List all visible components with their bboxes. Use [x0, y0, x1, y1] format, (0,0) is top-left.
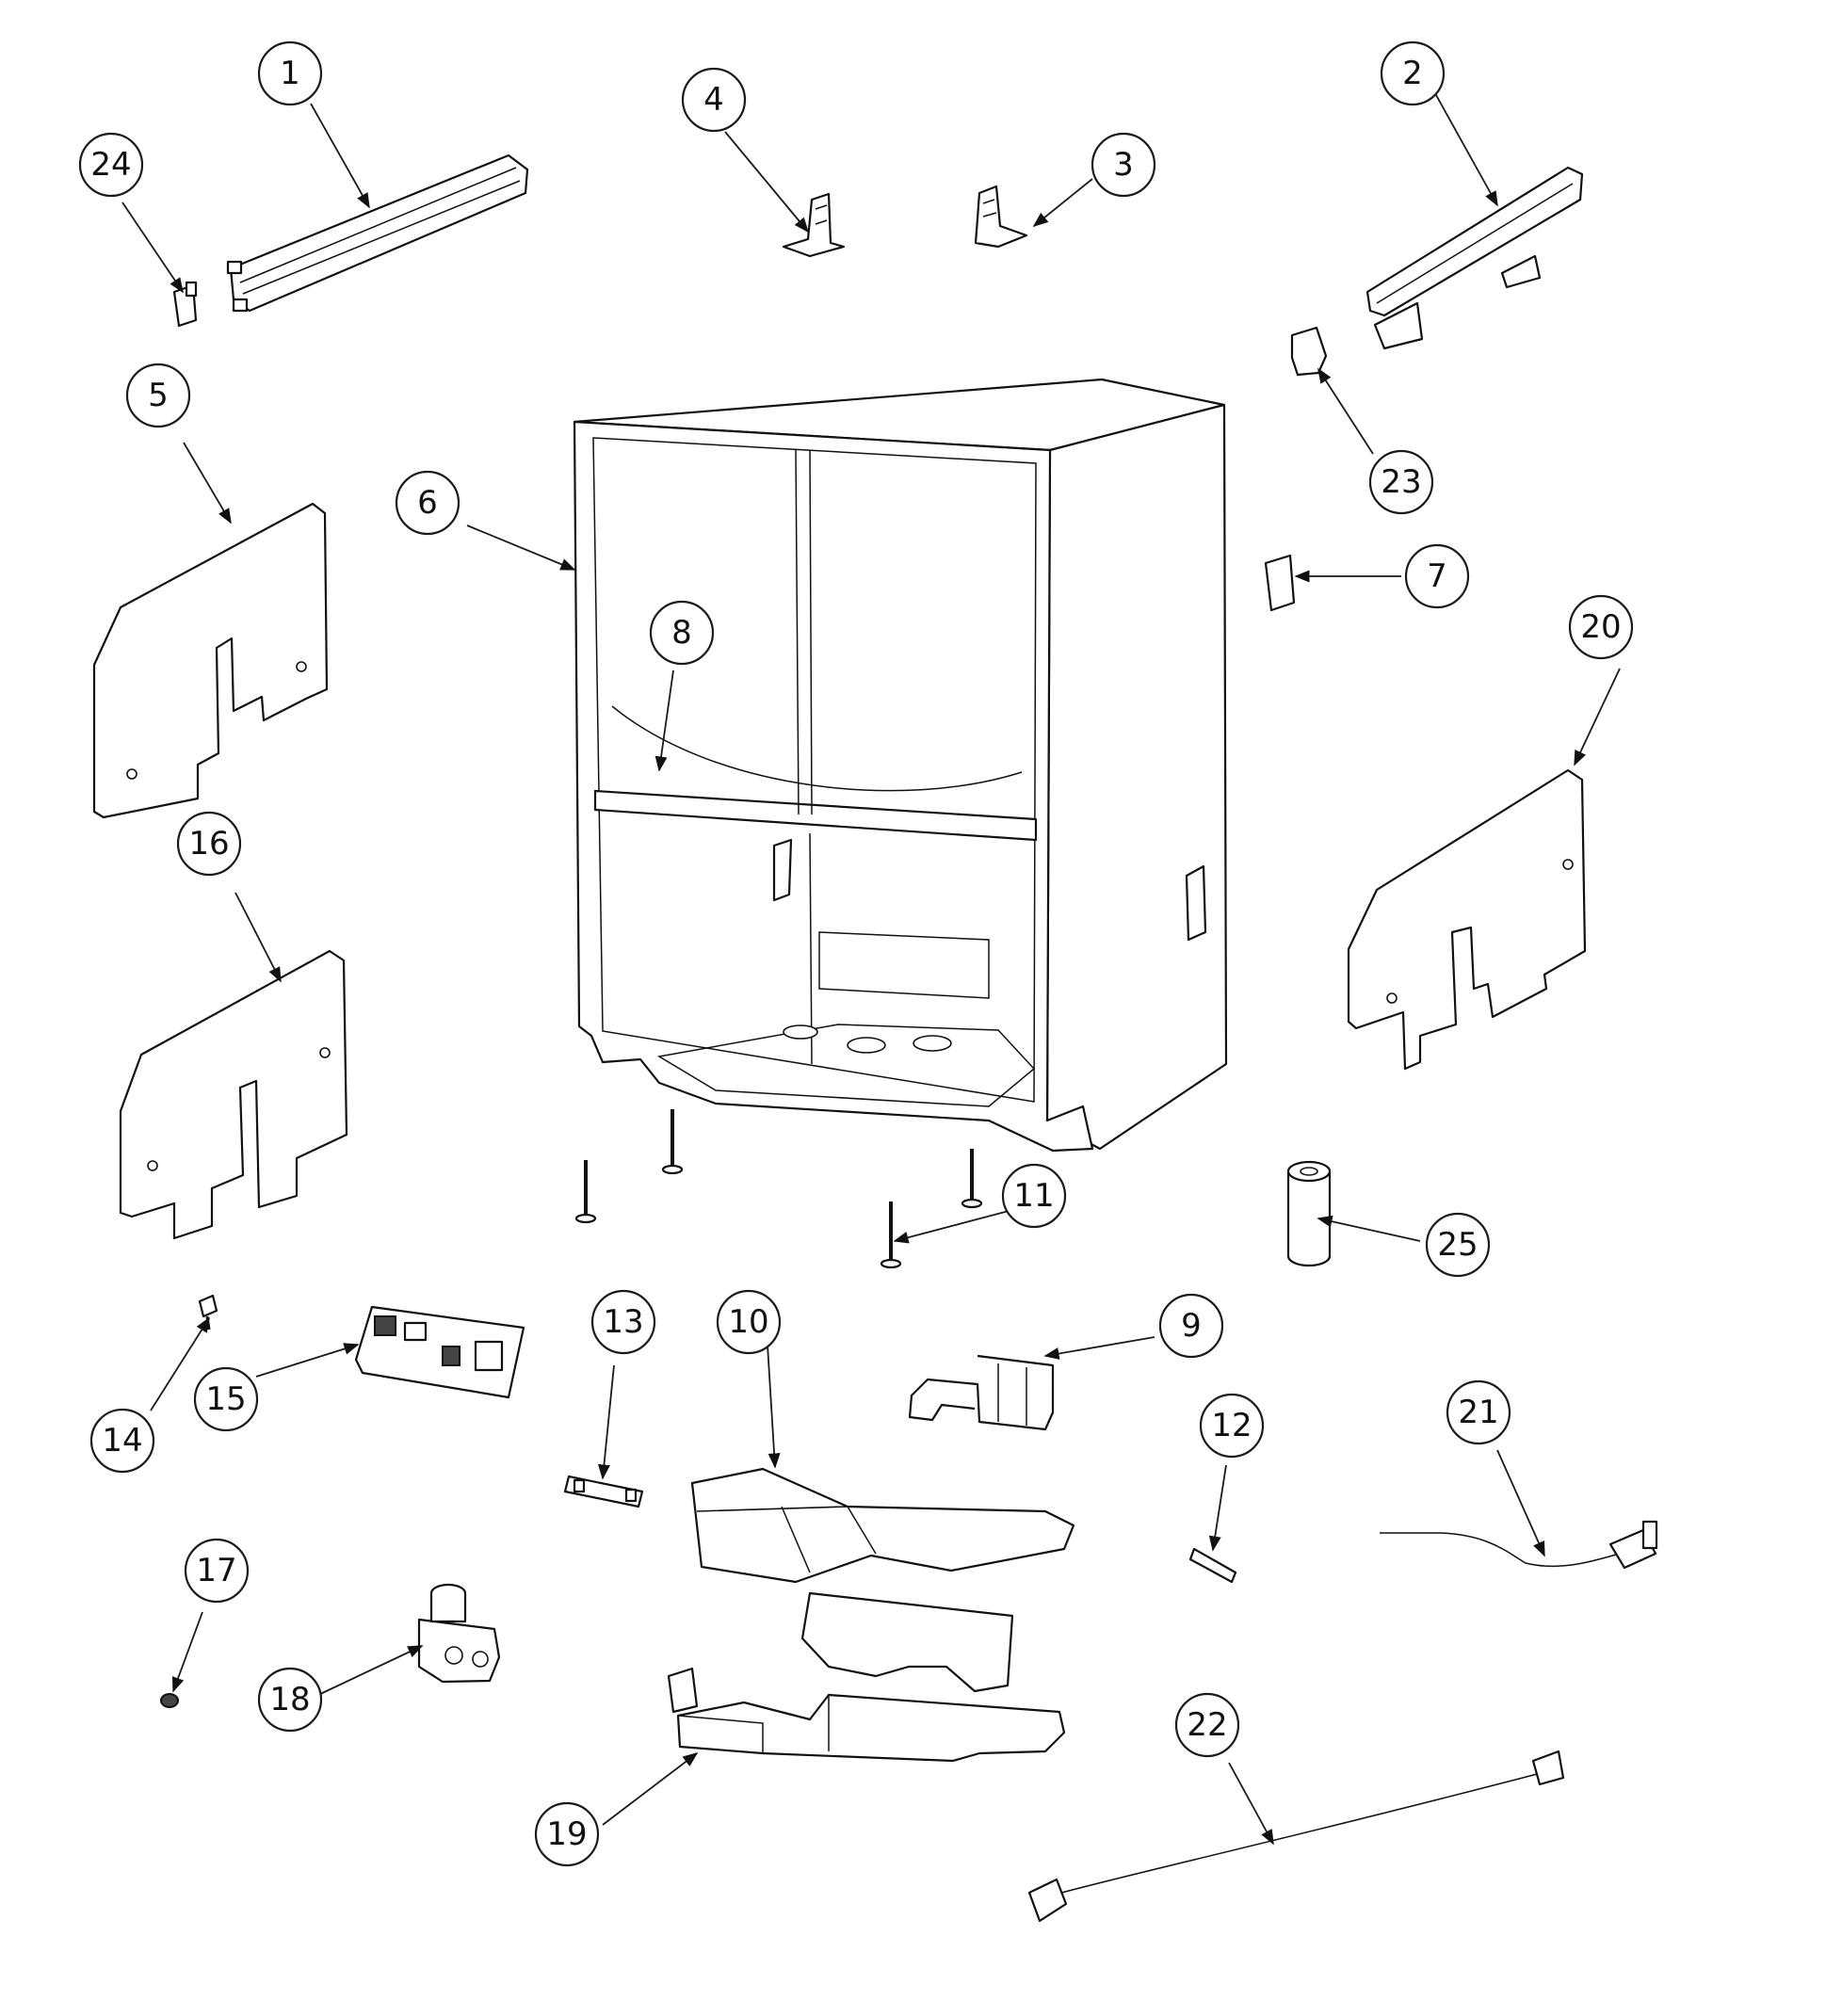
callout-label: 5: [148, 377, 169, 414]
part-22-cable: [1027, 1750, 1565, 1923]
callout-1: 1: [257, 40, 323, 106]
callout-label: 20: [1580, 608, 1621, 646]
callout-3: 3: [1091, 132, 1156, 198]
callout-label: 17: [196, 1552, 236, 1589]
part-23-bracket: [1290, 326, 1328, 377]
callout-label: 7: [1427, 557, 1447, 595]
callout-25: 25: [1425, 1212, 1491, 1278]
callout-label: 8: [671, 614, 692, 652]
callout-label: 22: [1187, 1706, 1227, 1744]
callout-label: 11: [1013, 1177, 1054, 1215]
callout-label: 14: [102, 1422, 142, 1460]
part-17-nut: [160, 1693, 179, 1708]
callout-5: 5: [125, 363, 191, 428]
callout-label: 18: [269, 1681, 310, 1718]
callout-2: 2: [1380, 40, 1446, 106]
part-18-valve: [417, 1583, 501, 1684]
callout-label: 1: [280, 55, 300, 92]
callout-10: 10: [716, 1289, 782, 1355]
callout-label: 19: [546, 1815, 587, 1853]
callout-label: 15: [205, 1380, 246, 1418]
part-20-panel: [1347, 768, 1587, 1071]
callout-24: 24: [78, 132, 144, 198]
callout-13: 13: [590, 1289, 656, 1355]
part-25-cylinder: [1286, 1160, 1332, 1267]
callout-23: 23: [1368, 449, 1434, 515]
part-6-tub-frame: [573, 378, 1228, 1153]
part-12-clip: [1188, 1547, 1237, 1584]
callout-22: 22: [1174, 1692, 1240, 1758]
callout-9: 9: [1158, 1293, 1224, 1359]
part-10-housing: [690, 1467, 1075, 1584]
callout-label: 9: [1181, 1307, 1202, 1345]
part-13-bracket: [563, 1475, 644, 1508]
part-15-circuit-board: [354, 1305, 525, 1399]
callout-18: 18: [257, 1667, 323, 1733]
callout-15: 15: [193, 1366, 259, 1432]
callout-label: 21: [1458, 1394, 1498, 1431]
part-11-leveling-feet: [574, 1109, 983, 1269]
part-7-clip: [1264, 554, 1296, 612]
part-9-bracket: [908, 1354, 1055, 1431]
part-4-latch: [782, 192, 846, 258]
part-16-panel: [119, 949, 348, 1240]
callout-label: 10: [728, 1303, 768, 1341]
callout-label: 13: [603, 1303, 643, 1341]
callout-label: 23: [1381, 463, 1421, 501]
callout-16: 16: [176, 811, 242, 877]
part-19-base: [667, 1591, 1066, 1763]
callout-12: 12: [1199, 1393, 1265, 1459]
part-5-panel: [92, 502, 329, 819]
part-14-screw: [198, 1294, 218, 1331]
callout-7: 7: [1404, 543, 1470, 609]
callout-21: 21: [1446, 1379, 1511, 1445]
callout-17: 17: [184, 1538, 250, 1604]
callout-4: 4: [681, 67, 747, 133]
callout-label: 2: [1402, 55, 1423, 92]
part-21-cable: [1380, 1520, 1658, 1570]
callout-label: 6: [417, 484, 438, 522]
callout-label: 25: [1437, 1226, 1478, 1264]
part-2-rail-right: [1365, 166, 1584, 350]
callout-6: 6: [395, 470, 460, 536]
callout-label: 4: [703, 81, 724, 119]
part-24-clip: [172, 281, 198, 328]
callout-label: 24: [90, 146, 131, 184]
part-1-rail-left: [226, 153, 529, 313]
part-3-latch: [974, 185, 1028, 249]
callout-label: 12: [1211, 1407, 1252, 1444]
callout-label: 3: [1113, 146, 1134, 184]
callout-11: 11: [1001, 1163, 1067, 1229]
callout-label: 16: [188, 825, 229, 863]
callout-14: 14: [89, 1408, 155, 1474]
callout-8: 8: [649, 600, 715, 666]
callout-19: 19: [534, 1801, 600, 1867]
callout-20: 20: [1568, 594, 1634, 660]
